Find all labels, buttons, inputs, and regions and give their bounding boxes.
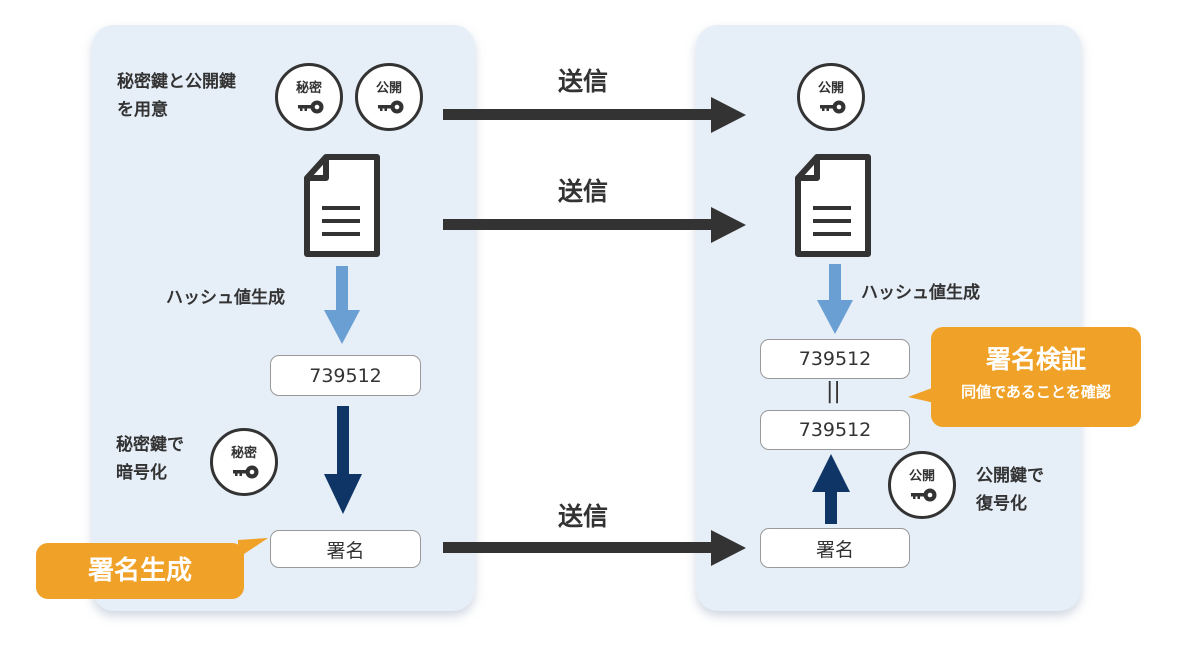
- document-icon: [304, 154, 380, 257]
- hash-arrow: [324, 266, 360, 344]
- decrypt-arrow: [812, 454, 850, 524]
- send-arrow: [443, 530, 746, 566]
- equals-sign: ||: [826, 379, 841, 404]
- send-arrow: [443, 207, 746, 243]
- receiver-panel: [696, 25, 1081, 611]
- send-label: 送信: [558, 67, 609, 96]
- signature-verification-badge: 署名検証 同値であることを確認: [931, 327, 1141, 427]
- encrypt-arrow: [324, 406, 362, 514]
- hash-value-box: 739512: [270, 355, 421, 396]
- hash-label: ハッシュ値生成: [166, 288, 285, 308]
- signature-box: 署名: [270, 530, 421, 568]
- private-key-icon: 秘密: [275, 63, 343, 131]
- public-key-icon: 公開: [797, 63, 865, 131]
- encrypt-label: 秘密鍵で 暗号化: [116, 435, 184, 483]
- private-key-icon: 秘密: [210, 428, 278, 496]
- hash-value-box: 739512: [760, 339, 910, 379]
- send-label: 送信: [558, 502, 609, 531]
- hash-arrow: [817, 264, 853, 334]
- decrypt-label: 公開鍵で 復号化: [976, 466, 1044, 514]
- send-label: 送信: [558, 177, 609, 206]
- send-arrow: [443, 97, 746, 133]
- document-icon: [795, 154, 871, 257]
- badge-pointer: [238, 538, 268, 558]
- decrypted-hash-box: 739512: [760, 410, 910, 450]
- prepare-keys-label: 秘密鍵と公開鍵 を用意: [117, 72, 236, 120]
- signature-box: 署名: [760, 528, 910, 568]
- public-key-icon: 公開: [355, 63, 423, 131]
- public-key-icon: 公開: [888, 451, 956, 519]
- signature-generation-badge: 署名生成: [36, 543, 244, 599]
- hash-label: ハッシュ値生成: [861, 283, 980, 303]
